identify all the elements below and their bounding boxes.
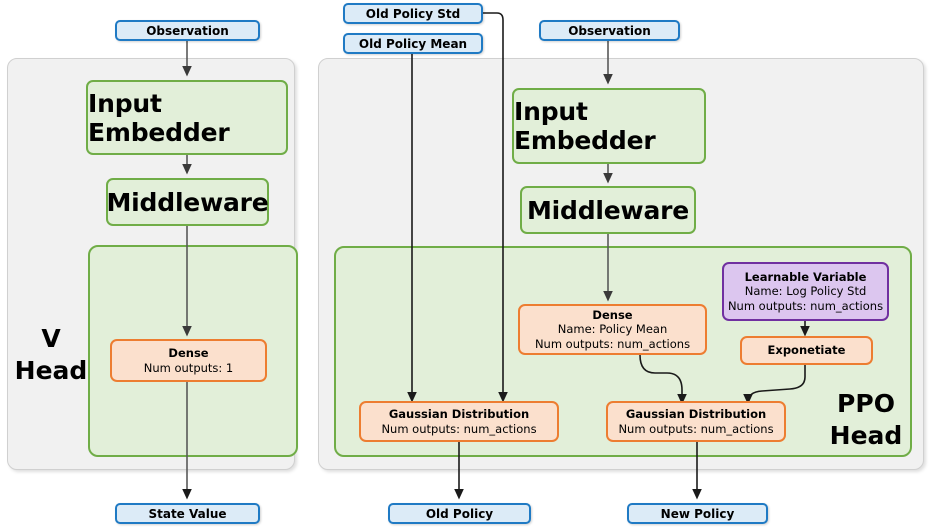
op-dense-policy-mean[interactable]: Dense Name: Policy Mean Num outputs: num… [518,304,707,355]
variable-log-policy-std-line-1: Name: Log Policy Std [744,284,867,299]
variable-log-policy-std-title: Learnable Variable [744,270,867,285]
variable-log-policy-std[interactable]: Learnable Variable Name: Log Policy Std … [722,262,889,321]
op-gaussian-distribution-new-title: Gaussian Distribution [625,407,767,422]
ppo-head-label-line-2: Head [829,421,903,450]
op-dense-v-title: Dense [168,346,209,361]
op-dense-v[interactable]: Dense Num outputs: 1 [110,339,267,382]
op-gaussian-distribution-old[interactable]: Gaussian Distribution Num outputs: num_a… [359,401,559,442]
op-gaussian-distribution-old-title: Gaussian Distribution [388,407,530,422]
op-dense-v-line-1: Num outputs: 1 [143,360,234,375]
io-old-policy-mean-label: Old Policy Mean [358,36,468,51]
module-middleware-ppo-label: Middleware [526,195,689,225]
op-exponetiate-title: Exponetiate [767,343,846,358]
io-observation-ppo[interactable]: Observation [539,20,680,41]
op-gaussian-distribution-new[interactable]: Gaussian Distribution Num outputs: num_a… [606,401,786,442]
io-state-value-label: State Value [148,506,227,521]
io-old-policy-label: Old Policy [425,506,494,521]
io-old-policy[interactable]: Old Policy [388,503,531,524]
io-state-value[interactable]: State Value [115,503,260,524]
ppo-head-label: PPO Head [820,385,912,455]
io-observation-ppo-label: Observation [568,23,651,38]
module-input-embedder-v-label: Input Embedder [88,88,230,147]
io-old-policy-mean[interactable]: Old Policy Mean [343,33,483,54]
io-observation-v[interactable]: Observation [115,20,260,41]
v-head-label: V Head [14,320,88,390]
module-input-embedder-ppo[interactable]: Input Embedder [512,88,706,164]
op-dense-policy-mean-title: Dense [592,308,633,323]
op-gaussian-distribution-new-line-1: Num outputs: num_actions [618,421,774,436]
ppo-head-label-line-1: PPO [837,389,895,418]
module-middleware-v-label: Middleware [106,187,269,217]
op-dense-policy-mean-line-1: Name: Policy Mean [557,322,668,337]
io-new-policy-label: New Policy [660,506,735,521]
op-gaussian-distribution-old-line-1: Num outputs: num_actions [381,421,537,436]
module-input-embedder-ppo-label: Input Embedder [514,97,656,155]
v-head-label-line-1: V [41,324,61,353]
io-observation-v-label: Observation [146,23,229,38]
io-old-policy-std-label: Old Policy Std [365,6,461,21]
variable-log-policy-std-line-2: Num outputs: num_actions [727,298,884,313]
module-middleware-ppo[interactable]: Middleware [520,186,696,234]
module-input-embedder-v[interactable]: Input Embedder [86,80,288,155]
v-head-label-line-2: Head [14,356,88,385]
op-dense-policy-mean-line-2: Num outputs: num_actions [534,336,691,351]
op-exponetiate[interactable]: Exponetiate [740,336,873,365]
io-old-policy-std[interactable]: Old Policy Std [343,3,483,24]
module-middleware-v[interactable]: Middleware [106,178,269,226]
io-new-policy[interactable]: New Policy [627,503,768,524]
